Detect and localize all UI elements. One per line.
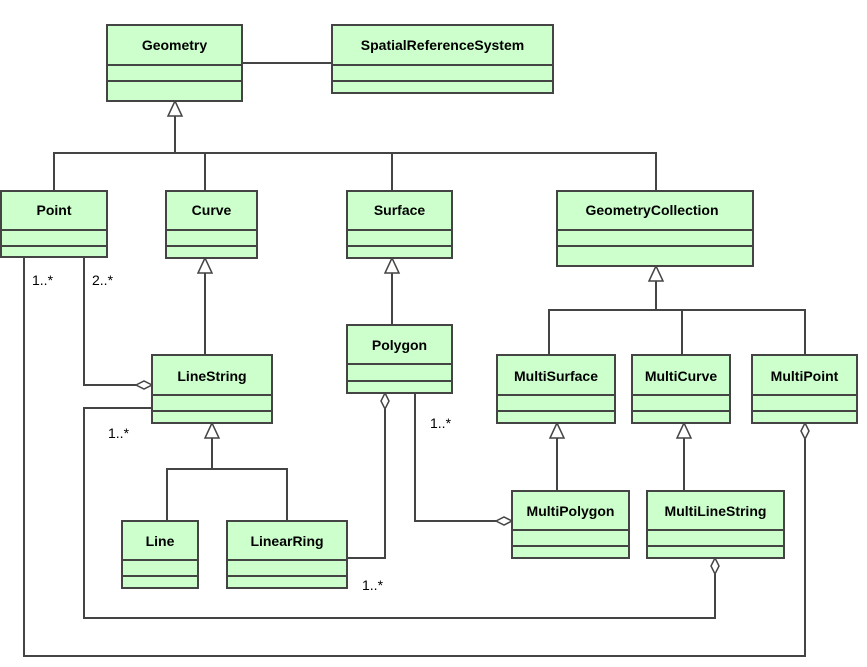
class-surface[interactable]: Surface (346, 190, 453, 259)
class-multicurve[interactable]: MultiCurve (631, 354, 731, 424)
generalization-arrow-geometry (166, 99, 184, 117)
class-name: SpatialReferenceSystem (361, 37, 524, 53)
multiplicity-linestring-multilinestring: 1..* (108, 425, 130, 441)
class-name: GeometryCollection (585, 202, 718, 218)
aggregation-point-linestring (83, 257, 136, 386)
generalization-arrow-geomcoll (647, 264, 665, 282)
aggregation-point-multipoint (23, 257, 806, 657)
generalization-bus-linestring (166, 468, 288, 521)
class-curve[interactable]: Curve (165, 190, 258, 259)
aggregation-linestring-multilinestring (83, 407, 716, 619)
generalization-arrow-curve (196, 256, 214, 274)
class-name: MultiPolygon (527, 503, 615, 519)
edges (23, 62, 810, 657)
class-multisurface[interactable]: MultiSurface (496, 354, 616, 424)
class-name: MultiSurface (514, 368, 598, 384)
generalization-bus-geomcoll (548, 309, 806, 355)
generalization-arrow-surface (383, 256, 401, 274)
class-multipoint[interactable]: MultiPoint (751, 354, 858, 424)
multiplicity-point-linestring: 2..* (92, 272, 114, 288)
aggregation-diamond-linestring (134, 380, 154, 390)
class-linearring[interactable]: LinearRing (226, 520, 348, 589)
aggregation-diamond-polygon (380, 391, 390, 411)
class-name: Line (146, 533, 175, 549)
class-geometry-collection[interactable]: GeometryCollection (556, 190, 754, 267)
generalization-bus-geometry (53, 152, 657, 191)
class-spatial-reference-system[interactable]: SpatialReferenceSystem (331, 24, 554, 94)
class-name: Geometry (142, 37, 208, 53)
class-geometry[interactable]: Geometry (106, 24, 243, 102)
generalization-arrow-multicurve (675, 421, 693, 439)
class-name: Curve (192, 202, 232, 218)
class-line[interactable]: Line (121, 520, 199, 589)
class-name: MultiPoint (771, 368, 839, 384)
class-polygon[interactable]: Polygon (346, 324, 453, 394)
class-name: Polygon (372, 337, 427, 353)
class-linestring[interactable]: LineString (151, 354, 273, 424)
class-name: MultiCurve (645, 368, 718, 384)
class-name: LinearRing (250, 533, 323, 549)
aggregation-diamond-multipolygon (494, 516, 514, 526)
multiplicity-labels: 1..* 2..* 1..* 1..* 1..* (32, 272, 452, 593)
aggregation-diamond-multilinestring (710, 556, 720, 576)
aggregation-diamond-multipoint (800, 421, 810, 441)
aggregation-polygon-multipolygon (414, 393, 496, 522)
class-name: LineString (177, 368, 246, 384)
class-name: MultiLineString (665, 503, 767, 519)
class-point[interactable]: Point (0, 190, 108, 258)
class-name: Point (37, 202, 72, 218)
multiplicity-polygon-multipolygon: 1..* (430, 415, 452, 431)
generalization-arrow-multisurface (548, 421, 566, 439)
class-multipolygon[interactable]: MultiPolygon (511, 490, 630, 559)
multiplicity-point-multipoint: 1..* (32, 272, 54, 288)
generalization-arrow-linestring (203, 421, 221, 439)
class-multilinestring[interactable]: MultiLineString (646, 490, 785, 559)
aggregation-linearring-polygon (347, 409, 386, 559)
multiplicity-linearring-polygon: 1..* (362, 577, 384, 593)
class-name: Surface (374, 202, 426, 218)
